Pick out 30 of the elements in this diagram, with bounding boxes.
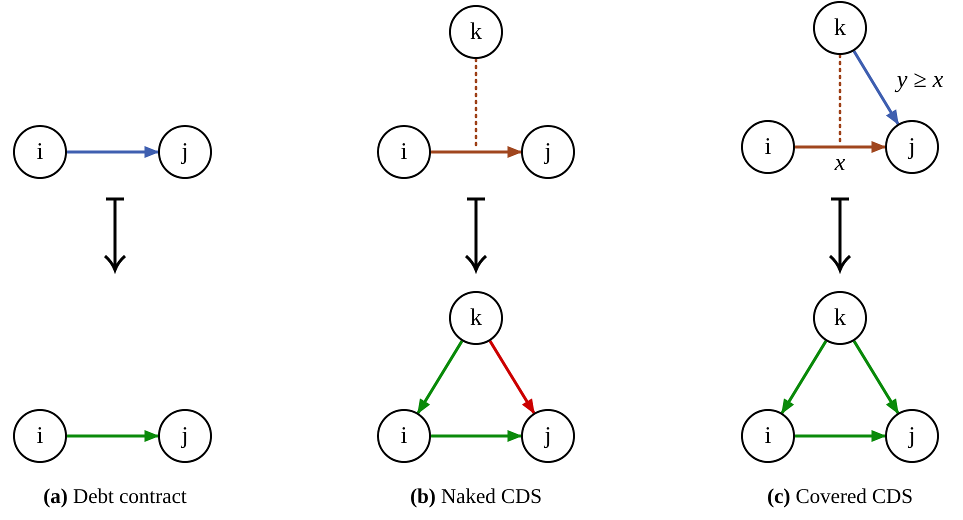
arrow [431,146,522,158]
node-circle: i [741,120,795,174]
node-circle: i [741,409,795,463]
arrow [488,340,536,414]
arrow [780,340,828,414]
node-circle: k [449,5,503,59]
panel-caption: (c) Covered CDS [767,484,913,509]
arrow [67,146,160,158]
arrow [67,430,160,442]
node-circle: i [377,125,431,179]
arrow [852,340,900,414]
node-circle: j [158,409,212,463]
node-circle: i [13,125,67,179]
node-circle: k [449,291,503,345]
arrow [795,141,886,153]
panel-caption: (b) Naked CDS [410,484,542,509]
node-circle: k [813,1,867,55]
panel-caption: (a) Debt contract [43,484,187,509]
arrow [431,430,522,442]
node-circle: j [521,125,575,179]
arrow [795,430,886,442]
node-circle: j [521,409,575,463]
node-circle: j [158,125,212,179]
node-circle: j [885,409,939,463]
node-circle: i [13,409,67,463]
arrow [852,50,900,126]
arrow [416,340,464,414]
node-circle: j [885,120,939,174]
node-circle: i [377,409,431,463]
node-circle: k [813,291,867,345]
